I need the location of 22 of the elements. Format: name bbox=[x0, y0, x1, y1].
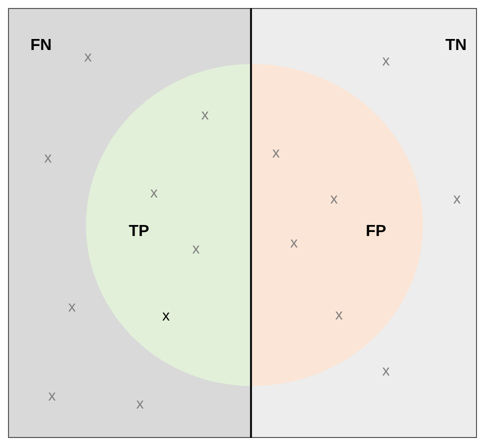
x-mark: x bbox=[290, 234, 298, 252]
x-mark: x bbox=[68, 298, 76, 316]
x-mark: x bbox=[150, 184, 158, 202]
x-mark: x bbox=[44, 150, 52, 166]
x-mark: x bbox=[201, 106, 209, 124]
x-mark: x bbox=[48, 388, 56, 404]
x-mark: x bbox=[272, 144, 280, 162]
region-label: TP bbox=[128, 223, 150, 241]
x-mark: x bbox=[453, 190, 461, 208]
x-mark: x bbox=[136, 396, 144, 412]
shaded-panel bbox=[251, 8, 477, 438]
region-label: FN bbox=[30, 37, 52, 55]
shaded-panel bbox=[8, 8, 251, 438]
x-mark: x bbox=[382, 362, 390, 380]
region-label: FP bbox=[366, 223, 386, 241]
x-mark: x bbox=[330, 190, 338, 208]
x-mark: x bbox=[192, 240, 200, 258]
region-label: TN bbox=[445, 37, 467, 55]
x-mark: x bbox=[382, 52, 390, 70]
x-mark: x bbox=[84, 48, 92, 66]
x-mark: x bbox=[335, 306, 343, 324]
x-mark: x bbox=[162, 308, 170, 324]
